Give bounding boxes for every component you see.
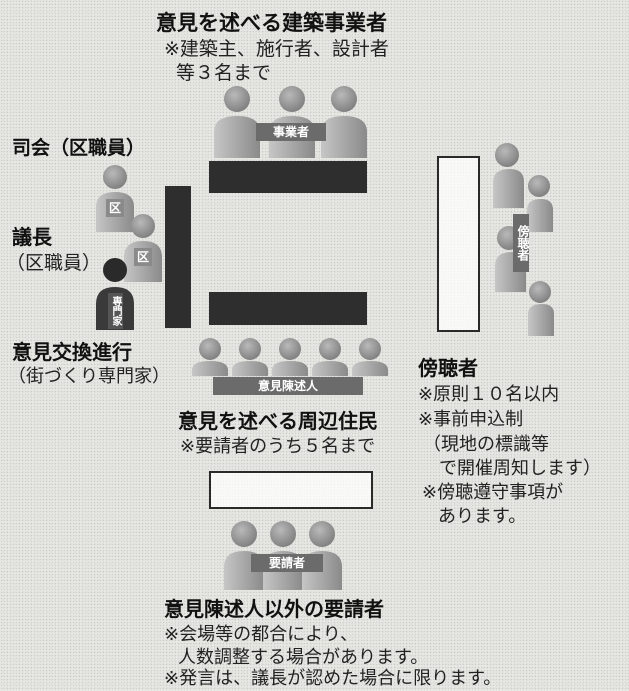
requester-title: 意見陳述人以外の要請者 <box>164 597 384 621</box>
shikai-label: 司会（区職員） <box>12 137 146 159</box>
business-operator-group-label: 事業者 <box>256 123 326 141</box>
gichou-sub: （区職員） <box>6 252 102 274</box>
statement-giver-table <box>209 292 367 325</box>
resident-title: 意見を述べる周辺住民 <box>178 409 378 433</box>
observer-note-1: ※原則１０名以内 <box>418 384 560 405</box>
observer-title: 傍聴者 <box>418 356 478 380</box>
business-operator-note-2: 等３名まで <box>176 62 272 84</box>
resident-note: ※要請者のうち５名まで <box>180 436 376 457</box>
staff-figures <box>96 165 162 330</box>
observer-figures <box>493 143 554 336</box>
observer-note-4: で開催周知します） <box>439 458 601 479</box>
gichou-label: 議長 <box>12 225 52 249</box>
expert-sub: （街づくり専門家） <box>8 366 170 387</box>
gichou-badge: 区 <box>134 248 152 266</box>
observer-note-5: ※傍聴遵守事項が <box>422 482 564 503</box>
observer-note-2: ※事前申込制 <box>418 409 524 430</box>
expert-badge: 専門家 <box>108 293 123 329</box>
requester-note-2: 人数調整する場合があります。 <box>178 647 429 668</box>
expert-label: 意見交換進行 <box>12 340 132 364</box>
business-operator-table <box>209 161 367 193</box>
requester-table <box>209 471 373 509</box>
requester-note-3: ※発言は、議長が認めた場合に限ります。 <box>164 668 502 689</box>
statement-giver-figures <box>192 338 388 376</box>
requester-note-1: ※会場等の都合により、 <box>164 624 359 645</box>
shikai-badge: 区 <box>106 199 124 217</box>
business-operator-title: 意見を述べる建築事業者 <box>156 11 387 35</box>
business-operator-note-1: ※建築主、施行者、設計者 <box>164 38 389 60</box>
requester-group-label: 要請者 <box>251 554 323 572</box>
observer-note-6: あります。 <box>438 506 527 527</box>
statement-giver-group-label: 意見陳述人 <box>213 377 363 395</box>
observer-group-label: 傍聴者 <box>513 214 530 272</box>
observer-note-3: （現地の標識等 <box>423 434 549 455</box>
chair-table <box>165 186 191 328</box>
business-operator-figures <box>214 86 367 158</box>
observer-table <box>437 156 480 332</box>
